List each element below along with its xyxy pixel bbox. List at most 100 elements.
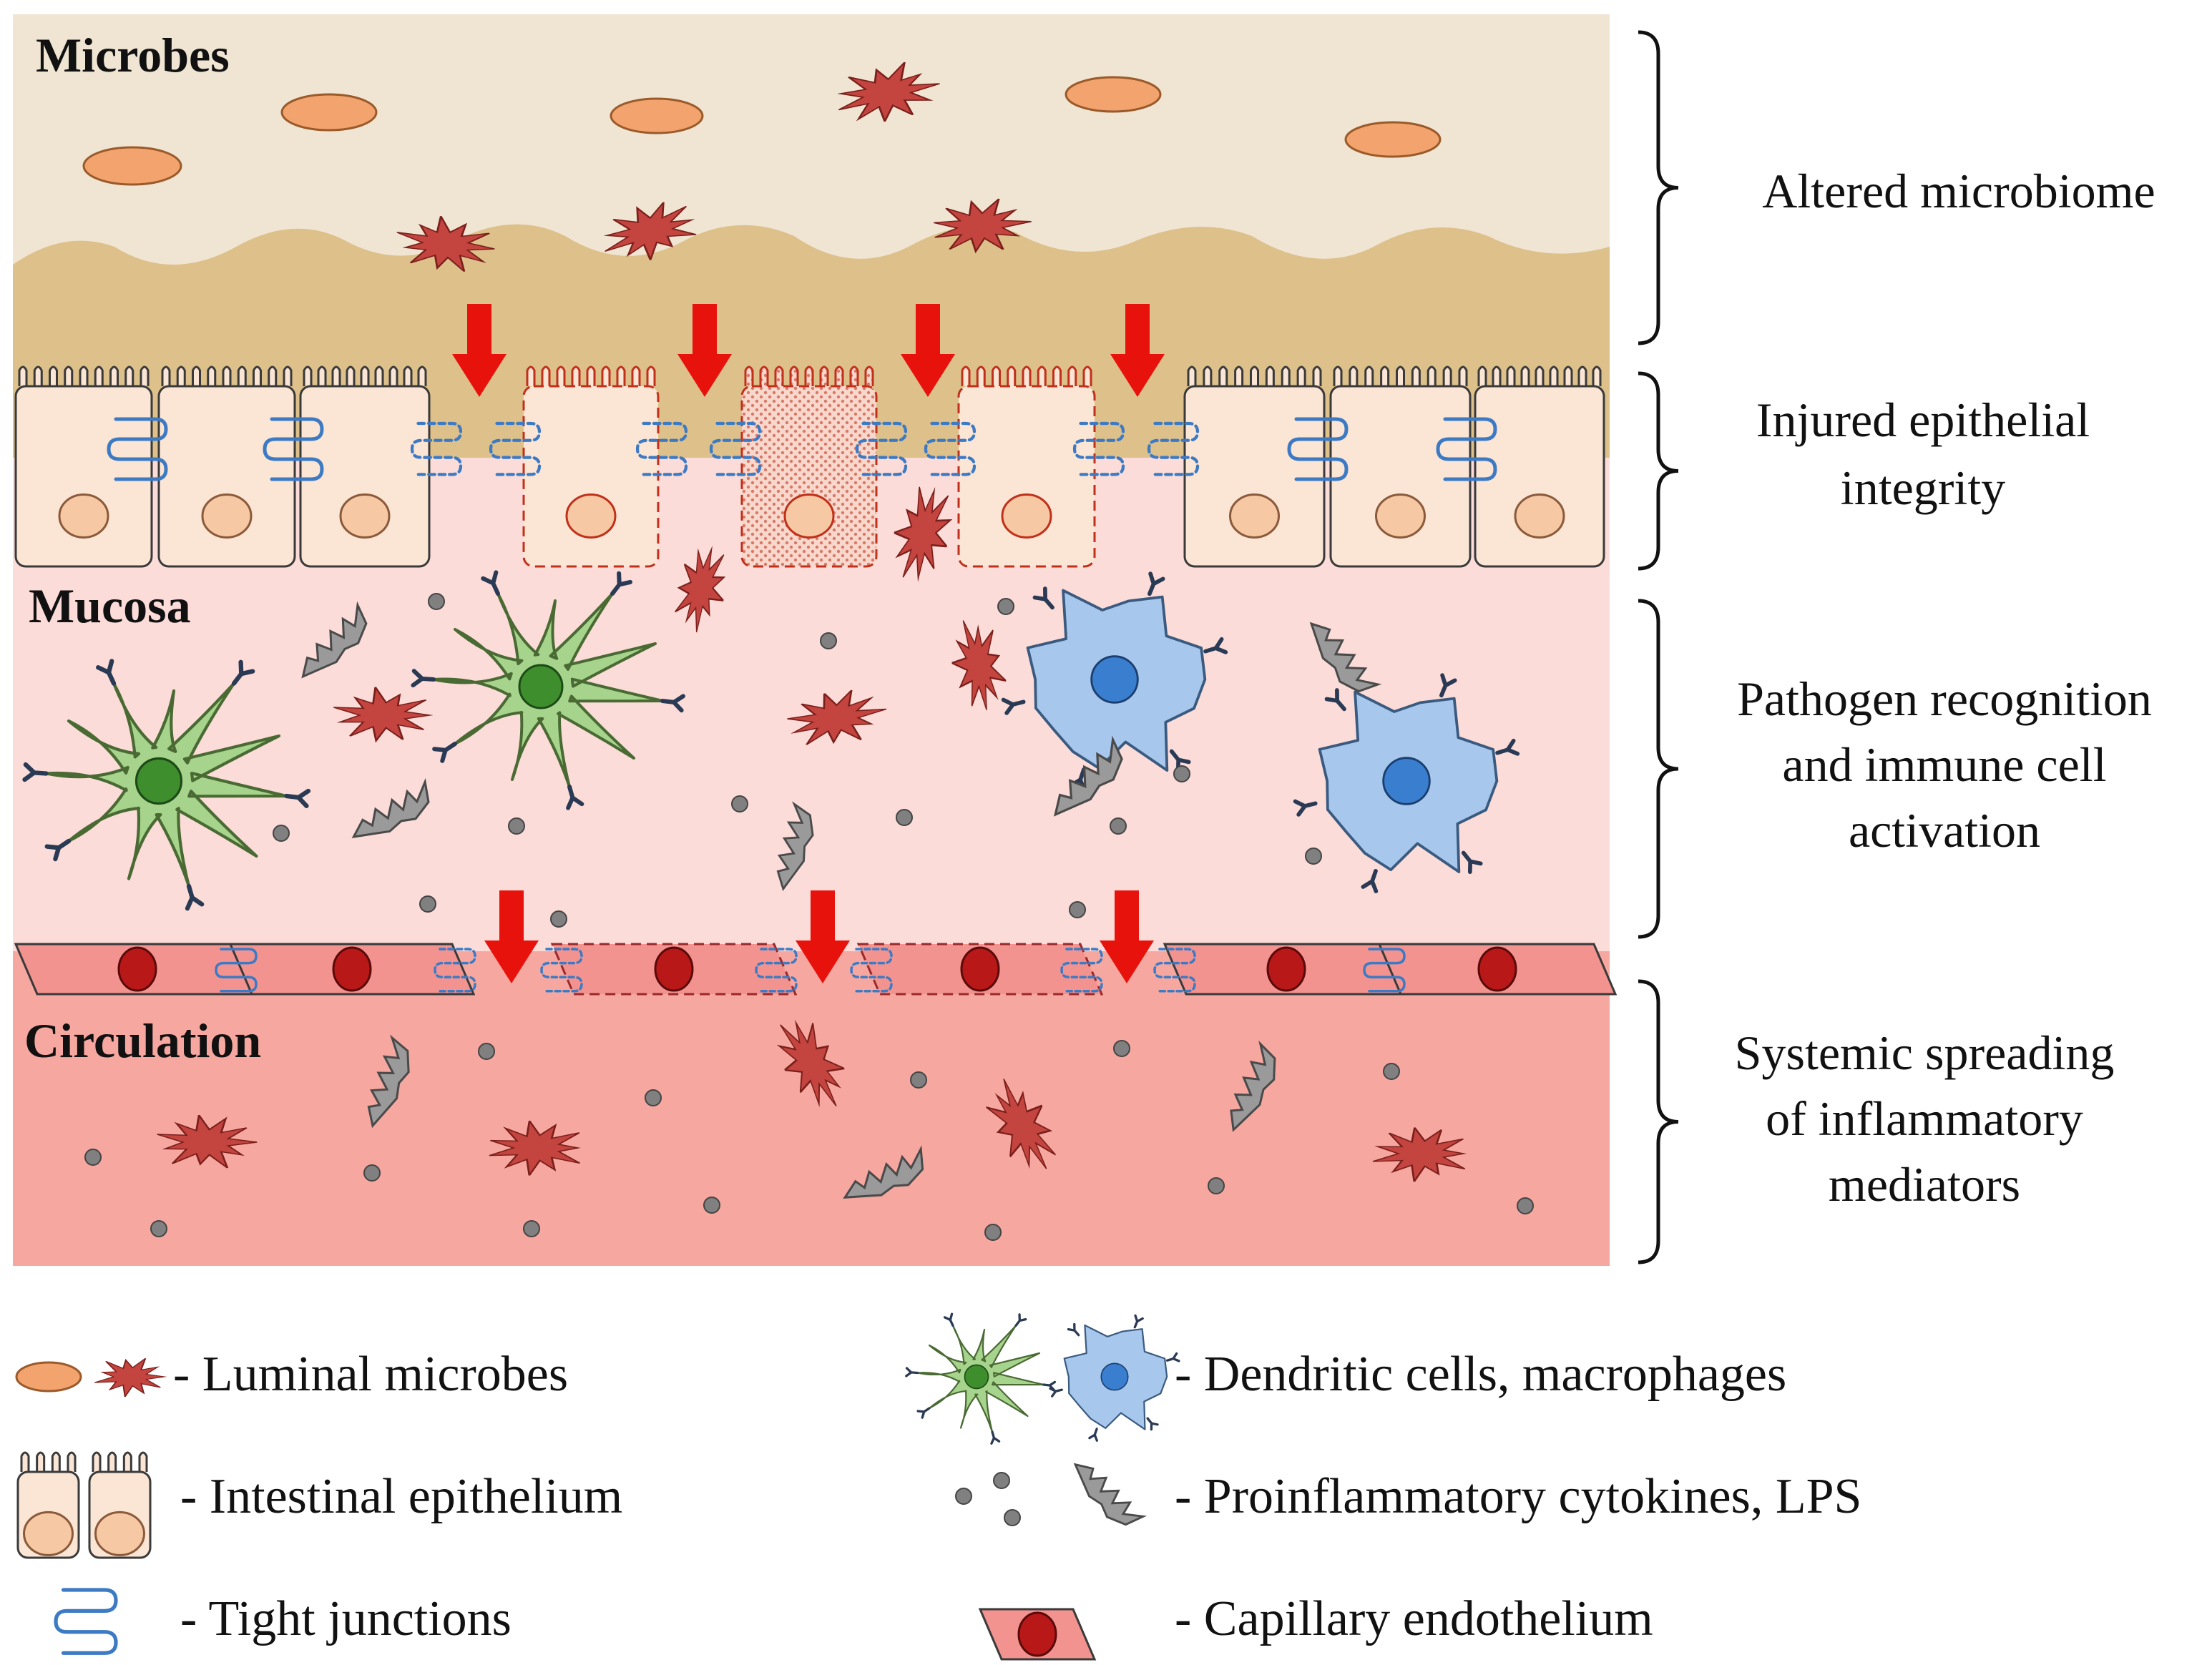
- red-arrow: [901, 304, 955, 397]
- oval-microbe: [610, 97, 704, 134]
- tight-junction: [1072, 421, 1125, 476]
- oval-microbe: [82, 146, 182, 186]
- red-arrow: [1110, 304, 1165, 397]
- tight-junction: [1060, 948, 1103, 993]
- nucleus: [1375, 493, 1426, 539]
- curly-brace: [1638, 979, 1679, 1264]
- zone-label-mucosa: Mucosa: [29, 579, 191, 633]
- curly-brace: [1638, 599, 1679, 939]
- oval-microbe: [1065, 76, 1162, 113]
- cytokine-dot: [1069, 901, 1086, 918]
- cell-body: [1183, 385, 1326, 568]
- dendritic-cell-icon: [905, 1312, 1057, 1445]
- cytokine-dot: [1173, 765, 1190, 782]
- tight-junction: [434, 948, 476, 993]
- microvilli: [1333, 365, 1468, 386]
- cytokine-dot: [1004, 1509, 1021, 1526]
- microvilli: [18, 365, 150, 386]
- cell-body: [14, 385, 153, 568]
- stage-3-line-1: Pathogen recognition: [1737, 672, 2152, 726]
- tight-junction: [1363, 948, 1406, 993]
- receptor: [566, 785, 584, 810]
- macrophage: [1001, 571, 1228, 792]
- nucleus: [1001, 493, 1052, 539]
- receptor: [231, 659, 255, 686]
- stage-1-line-1: Altered microbiome: [1762, 164, 2155, 218]
- stage-4-line-3: mediators: [1829, 1157, 2020, 1212]
- tight-junction: [1147, 421, 1200, 476]
- microvilli: [1187, 365, 1322, 386]
- spiky-microbe: [1372, 1127, 1467, 1182]
- tight-junction: [107, 417, 168, 481]
- macrophage: [1293, 673, 1520, 893]
- receptor: [990, 1430, 1001, 1445]
- receptor: [481, 570, 500, 596]
- curly-brace: [1638, 371, 1679, 571]
- cytokine-dot: [508, 817, 525, 835]
- dendritic-cell: [22, 659, 311, 911]
- epithelial-cell: [16, 1451, 80, 1559]
- receptor: [916, 1407, 931, 1419]
- nucleus: [1382, 757, 1431, 805]
- tight-junction: [489, 421, 542, 476]
- lumen-microbes: [82, 62, 1442, 272]
- nucleus: [58, 493, 109, 539]
- cytokine-dot: [820, 632, 837, 649]
- tight-junction: [635, 421, 688, 476]
- microvilli: [1477, 365, 1602, 386]
- endothelial-cell: [978, 1608, 1097, 1661]
- nucleus: [783, 493, 835, 539]
- endothelial-cell: [1163, 943, 1410, 996]
- cytokine-dot: [550, 910, 567, 928]
- legend-label-tight-junctions: - Tight junctions: [180, 1591, 512, 1646]
- oval-microbe: [15, 1361, 82, 1393]
- epithelial-cell: [740, 365, 878, 568]
- red-arrow: [484, 890, 539, 983]
- microvilli: [961, 365, 1092, 386]
- epithelial-cell: [957, 365, 1096, 568]
- cytokine-dot: [1113, 1040, 1130, 1057]
- tight-junction: [54, 1588, 118, 1655]
- cytokine-dot: [523, 1220, 540, 1237]
- nucleus: [23, 1511, 74, 1556]
- cell-body: [740, 385, 878, 568]
- translocation-arrows: [452, 304, 1165, 983]
- receptor: [1147, 571, 1165, 596]
- lps-fragment: [1073, 1463, 1147, 1526]
- intestinal-epithelium: [14, 365, 1605, 568]
- oval-microbe: [1344, 121, 1442, 158]
- lps-fragment: [776, 801, 814, 892]
- epithelial-cell: [522, 365, 660, 568]
- nucleus: [1514, 493, 1565, 539]
- spiky-microbe: [603, 202, 697, 260]
- cytokine-dot: [84, 1149, 102, 1166]
- nucleus: [654, 946, 694, 992]
- receptor: [1461, 850, 1483, 875]
- receptor: [1042, 1380, 1057, 1391]
- cytokine-dot: [703, 1197, 720, 1214]
- lps-fragment: [301, 601, 368, 679]
- stage-2-line-1: Injured epithelial: [1756, 393, 2090, 447]
- receptor: [1049, 1387, 1063, 1398]
- spiky-microbe: [776, 1019, 845, 1108]
- cell-body: [157, 385, 296, 568]
- spiky-microbe: [333, 687, 434, 743]
- spiky-microbe: [951, 620, 1007, 711]
- spiky-microbe: [837, 62, 940, 122]
- cell-body: [1474, 385, 1605, 568]
- spiky-microbe: [396, 216, 495, 272]
- spiky-microbe: [675, 545, 726, 633]
- endothelial-cell: [856, 943, 1104, 996]
- microvilli: [303, 365, 427, 386]
- receptor: [660, 694, 685, 713]
- cell-body: [957, 385, 1096, 568]
- tight-junction: [215, 948, 258, 993]
- cytokine-dot: [997, 598, 1014, 615]
- tight-junction: [263, 417, 324, 481]
- spiky-microbe: [157, 1114, 258, 1169]
- spiky-microbe: [94, 1357, 167, 1398]
- lps-fragment: [1230, 1040, 1276, 1132]
- cytokine-dot: [1110, 817, 1127, 835]
- nucleus: [964, 1364, 989, 1390]
